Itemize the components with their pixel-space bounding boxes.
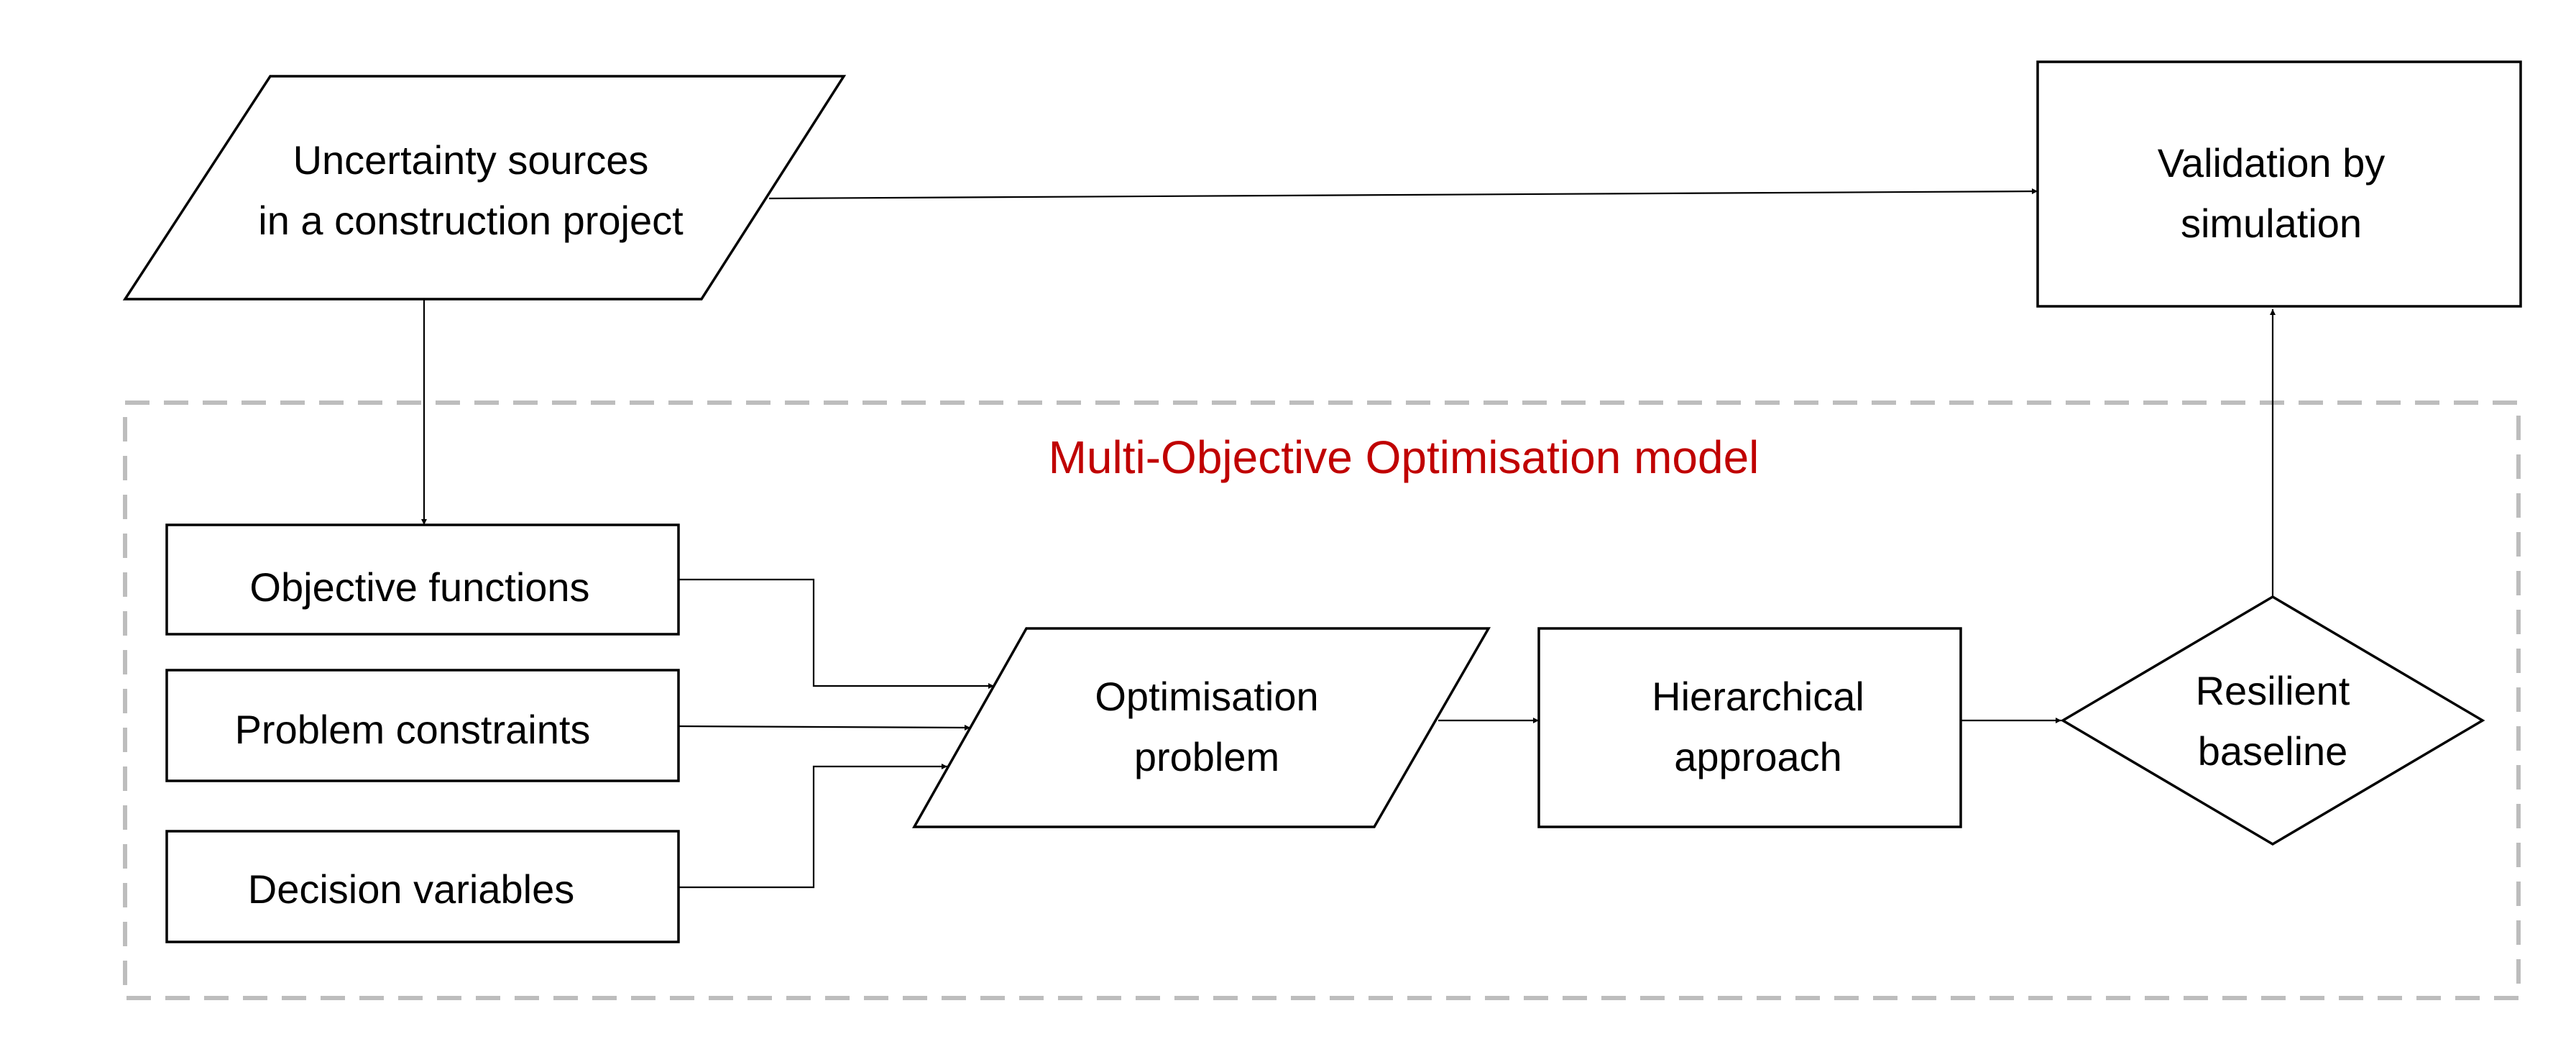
validation-line2: simulation — [2181, 201, 2362, 246]
edge-constraints-to-optimisation — [678, 724, 971, 731]
rectangle-shape — [1537, 627, 1962, 828]
parallelogram-shape — [912, 627, 1491, 828]
hierarchical-line1: Hierarchical — [1652, 674, 1864, 719]
node-objective-functions: Objective functions — [165, 523, 680, 636]
hierarchical-line2: approach — [1674, 734, 1842, 779]
optimisation-line2: problem — [1134, 734, 1279, 779]
uncertainty-line1: Uncertainty sources — [293, 137, 649, 183]
model-group-frame — [123, 401, 2521, 1000]
node-uncertainty-sources: Uncertainty sources in a construction pr… — [122, 75, 847, 301]
edge-uncertainty-to-validation — [768, 188, 2038, 200]
constraints-label: Problem constraints — [235, 707, 591, 752]
model-group-title: Multi-Objective Optimisation model — [1049, 431, 1760, 483]
edge-objective-to-optimisation — [678, 578, 994, 689]
node-resilient-baseline: Resilient baseline — [2060, 595, 2485, 846]
rectangle-shape — [165, 830, 680, 943]
node-validation: Validation by simulation — [2036, 60, 2522, 308]
resilient-line2: baseline — [2198, 728, 2348, 774]
node-hierarchical-approach: Hierarchical approach — [1537, 627, 1962, 828]
objective-label: Objective functions — [249, 564, 589, 610]
rectangle-shape — [165, 669, 680, 782]
decision-label: Decision variables — [248, 866, 574, 912]
optimisation-line1: Optimisation — [1095, 674, 1318, 719]
edge-decision-to-optimisation — [678, 764, 947, 889]
uncertainty-line2: in a construction project — [258, 198, 684, 243]
parallelogram-shape — [122, 75, 847, 301]
node-decision-variables: Decision variables — [165, 830, 680, 943]
node-optimisation-problem: Optimisation problem — [912, 627, 1491, 828]
rectangle-shape — [165, 523, 680, 636]
node-problem-constraints: Problem constraints — [165, 669, 680, 782]
resilient-line1: Resilient — [2196, 668, 2350, 713]
diamond-shape — [2060, 595, 2485, 846]
rectangle-shape — [2036, 60, 2522, 308]
validation-line1: Validation by — [2158, 140, 2386, 186]
